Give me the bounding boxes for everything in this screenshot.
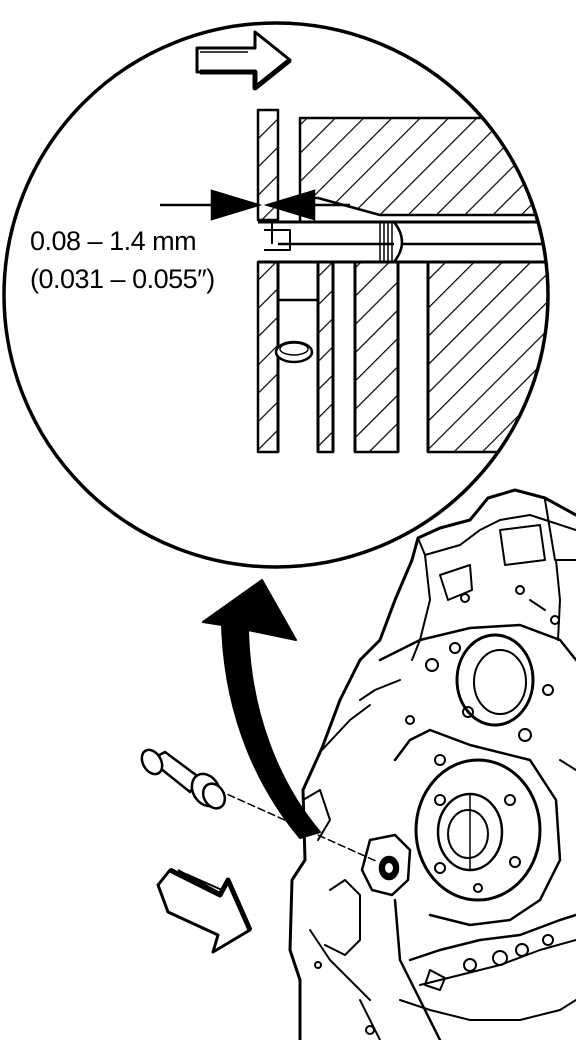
front-direction-arrow-lower bbox=[156, 867, 253, 954]
clearance-metric-label: 0.08 – 1.4 mm bbox=[30, 226, 197, 256]
engine-block bbox=[288, 488, 576, 1042]
gallery-plug bbox=[140, 748, 379, 863]
detail-magnifier bbox=[2, 21, 550, 569]
callout-curved-arrow bbox=[202, 579, 321, 839]
clearance-dimension-arrows bbox=[160, 189, 350, 221]
front-direction-arrow-top bbox=[195, 30, 292, 91]
clearance-imperial-label: (0.031 – 0.055″) bbox=[30, 264, 215, 294]
